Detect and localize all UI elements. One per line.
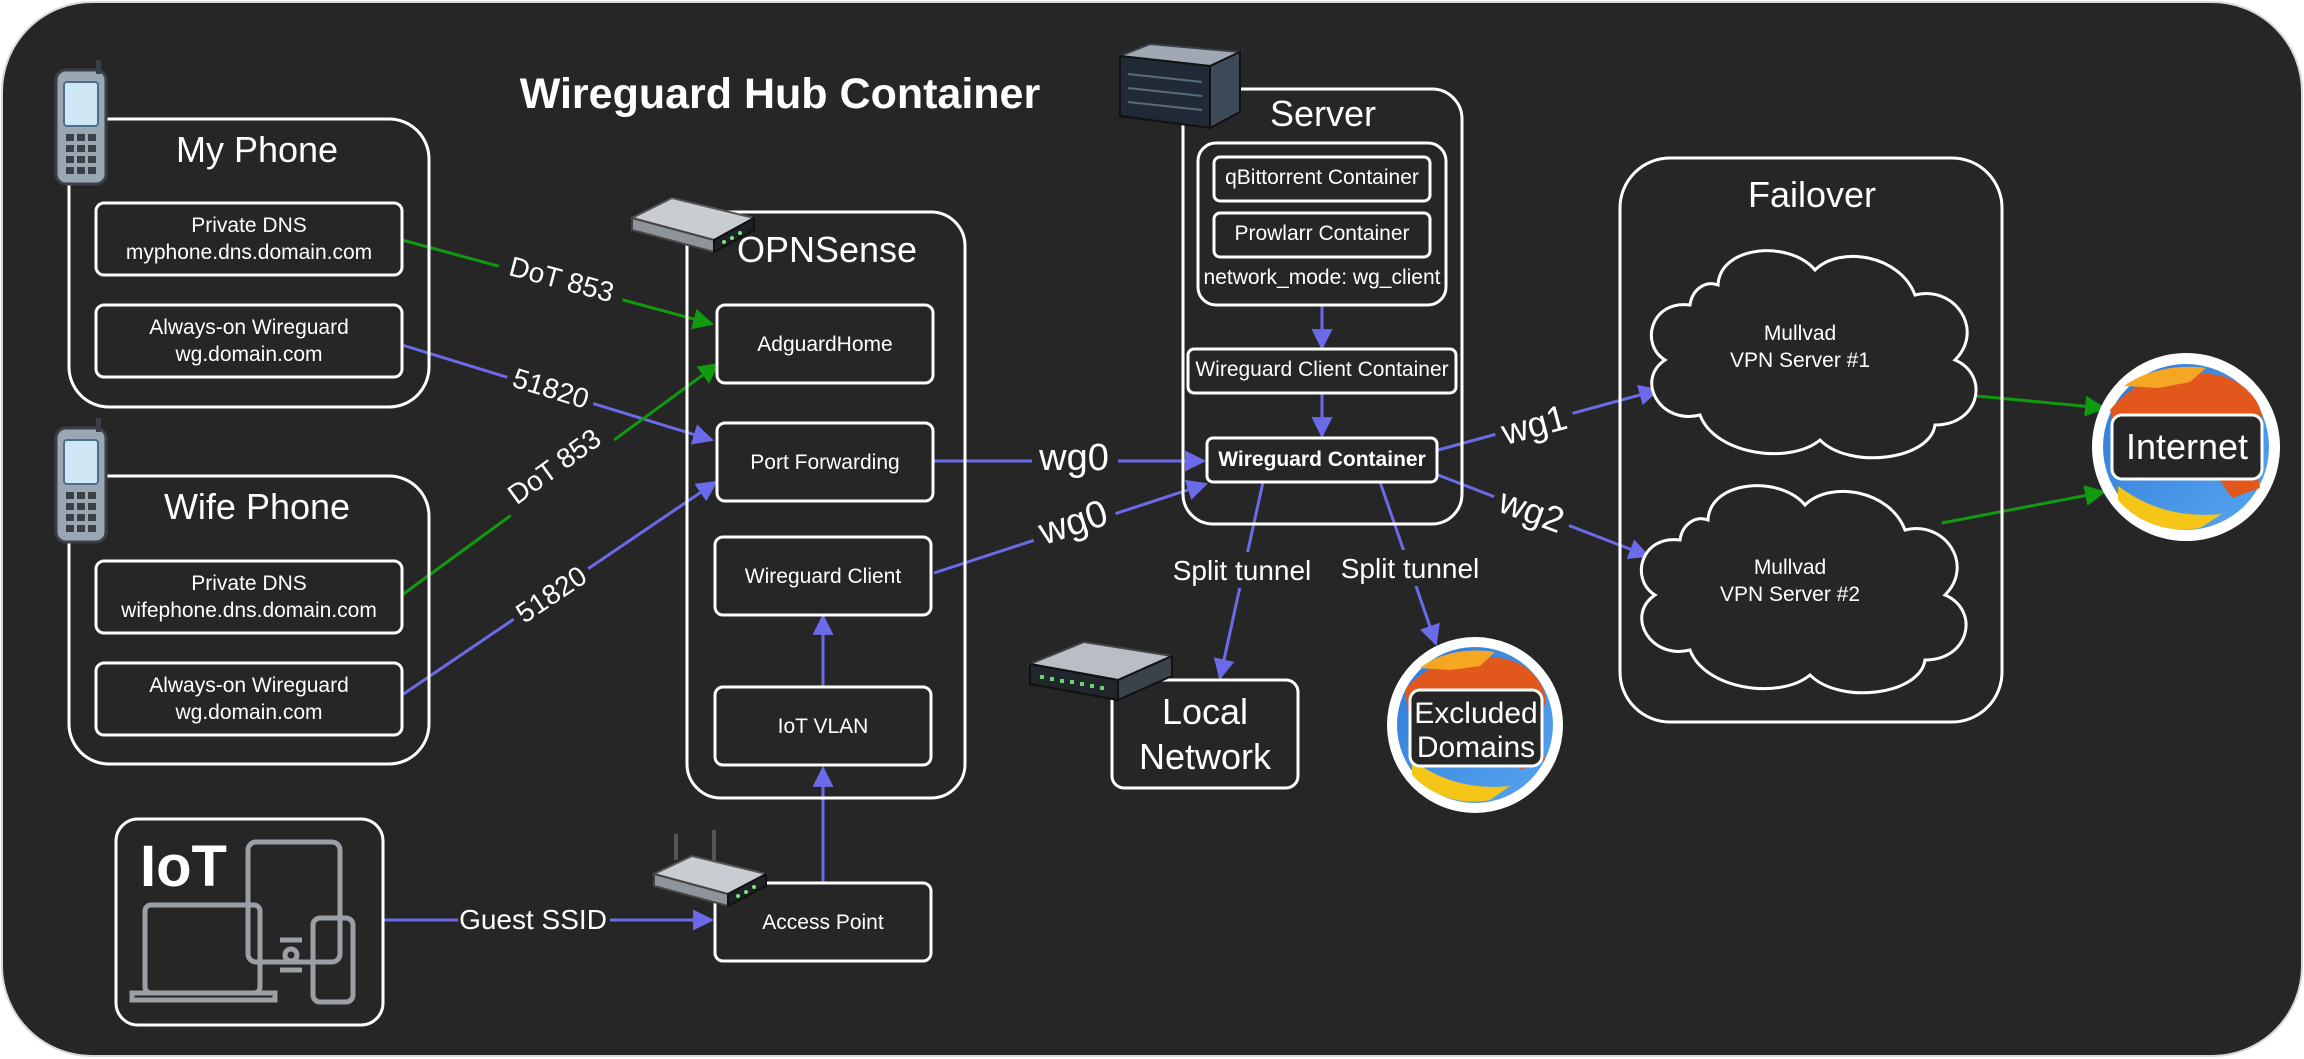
vpn-server-2-line2: VPN Server #2: [1720, 583, 1860, 606]
vpn-server-1-cloud: [1649, 249, 1978, 460]
wg-container-label: Wireguard Container: [1218, 448, 1426, 471]
wife-phone-group: Wife Phone Private DNS wifephone.dns.dom…: [54, 418, 431, 766]
wife-phone-container: [67, 474, 431, 766]
vpn-server-2-cloud: [1639, 484, 1968, 695]
iot-vlan-label: IoT VLAN: [778, 715, 869, 738]
server-group: Server qBittorrent Container Prowlarr Co…: [1119, 42, 1464, 526]
iot-container: [114, 817, 385, 1027]
my-phone-wg-line1: Always-on Wireguard: [149, 316, 349, 339]
adguardhome-box: [715, 303, 935, 385]
failover-group: Failover Mullvad VPN Server #1 Mullvad V…: [1618, 156, 2004, 724]
iot-devices-icon: [129, 839, 356, 1005]
wife-phone-dns-line2: wifephone.dns.domain.com: [120, 599, 377, 622]
prowlarr-label: Prowlarr Container: [1234, 222, 1409, 245]
local-network-group: Local Network: [1026, 640, 1300, 790]
label-split-right: Split tunnel: [1341, 553, 1480, 584]
my-phone-dns-box: [94, 201, 404, 277]
my-phone-dns-line1: Private DNS: [191, 214, 307, 237]
qbittorrent-box: [1212, 155, 1432, 203]
router-icon: [651, 830, 769, 908]
my-phone-wg-line2: wg.domain.com: [174, 343, 322, 366]
local-network-box: [1110, 678, 1300, 790]
internet-group: Internet: [2092, 353, 2280, 541]
diagram-title: Wireguard Hub Container: [520, 70, 1041, 118]
server-rack-icon: [1119, 42, 1244, 130]
iot-vlan-box: [713, 685, 933, 767]
iot-group: IoT: [114, 817, 385, 1027]
wife-phone-wg-box: [94, 661, 404, 737]
local-network-line2: Network: [1139, 736, 1272, 777]
my-phone-container: [67, 117, 431, 409]
vpn-server-2-line1: Mullvad: [1754, 556, 1826, 579]
wife-phone-dns-box: [94, 559, 404, 635]
my-phone-dns-line2: myphone.dns.domain.com: [126, 241, 372, 264]
wife-phone-title: Wife Phone: [164, 486, 350, 527]
server-container: [1181, 87, 1464, 526]
adguardhome-label: AdguardHome: [757, 333, 892, 356]
internet-box: [2110, 413, 2264, 481]
access-point-label: Access Point: [762, 911, 884, 934]
vpn-server-1-line1: Mullvad: [1764, 322, 1836, 345]
opnsense-title: OPNSense: [737, 229, 917, 270]
failover-container: [1618, 156, 2004, 724]
access-point-box: [713, 881, 933, 963]
my-phone-group: My Phone Private DNS myphone.dns.domain.…: [54, 60, 431, 409]
internet-label: Internet: [2126, 426, 2248, 467]
wireguard-client-box: [713, 535, 933, 617]
router-icon: [629, 196, 757, 254]
label-split-left: Split tunnel: [1173, 555, 1312, 586]
failover-title: Failover: [1748, 174, 1876, 215]
access-point-group: Access Point: [651, 830, 933, 963]
network-switch-icon: [1026, 640, 1176, 702]
wg-container-box: [1205, 436, 1439, 484]
wireguard-client-label: Wireguard Client: [745, 565, 902, 588]
qbittorrent-label: qBittorrent Container: [1225, 166, 1419, 189]
wife-phone-dns-line1: Private DNS: [191, 572, 307, 595]
excluded-domains-line1: Excluded: [1414, 697, 1537, 730]
server-title: Server: [1270, 93, 1376, 134]
wg-client-container-label: Wireguard Client Container: [1195, 358, 1448, 381]
mobile-phone-icon: [54, 418, 108, 544]
my-phone-title: My Phone: [176, 129, 338, 170]
local-network-line1: Local: [1162, 691, 1248, 732]
port-forwarding-label: Port Forwarding: [750, 451, 899, 474]
wg-client-container-box: [1186, 347, 1458, 395]
my-phone-wg-box: [94, 303, 404, 379]
mobile-phone-icon: [54, 60, 108, 186]
wife-phone-wg-line1: Always-on Wireguard: [149, 674, 349, 697]
wife-phone-wg-line2: wg.domain.com: [174, 701, 322, 724]
network-mode-label: network_mode: wg_client: [1204, 266, 1441, 289]
excluded-domains-line2: Domains: [1417, 731, 1535, 764]
link-vpn1-internet: [1965, 393, 2107, 417]
label-wg0-a: wg0: [1038, 437, 1109, 479]
label-guest-ssid: Guest SSID: [459, 904, 607, 935]
link-vpn2-internet: [1941, 485, 2107, 525]
vpn-server-1-line2: VPN Server #1: [1730, 349, 1870, 372]
opnsense-group: OPNSense AdguardHome Port Forwarding Wir…: [629, 196, 967, 800]
port-forwarding-box: [715, 421, 935, 503]
excluded-domains-group: Excluded Domains: [1387, 637, 1563, 813]
opnsense-container: [685, 210, 967, 800]
prowlarr-box: [1212, 211, 1432, 259]
containers-group-box: [1196, 141, 1448, 307]
excluded-domains-box: [1408, 688, 1544, 768]
iot-title: IoT: [140, 834, 227, 899]
